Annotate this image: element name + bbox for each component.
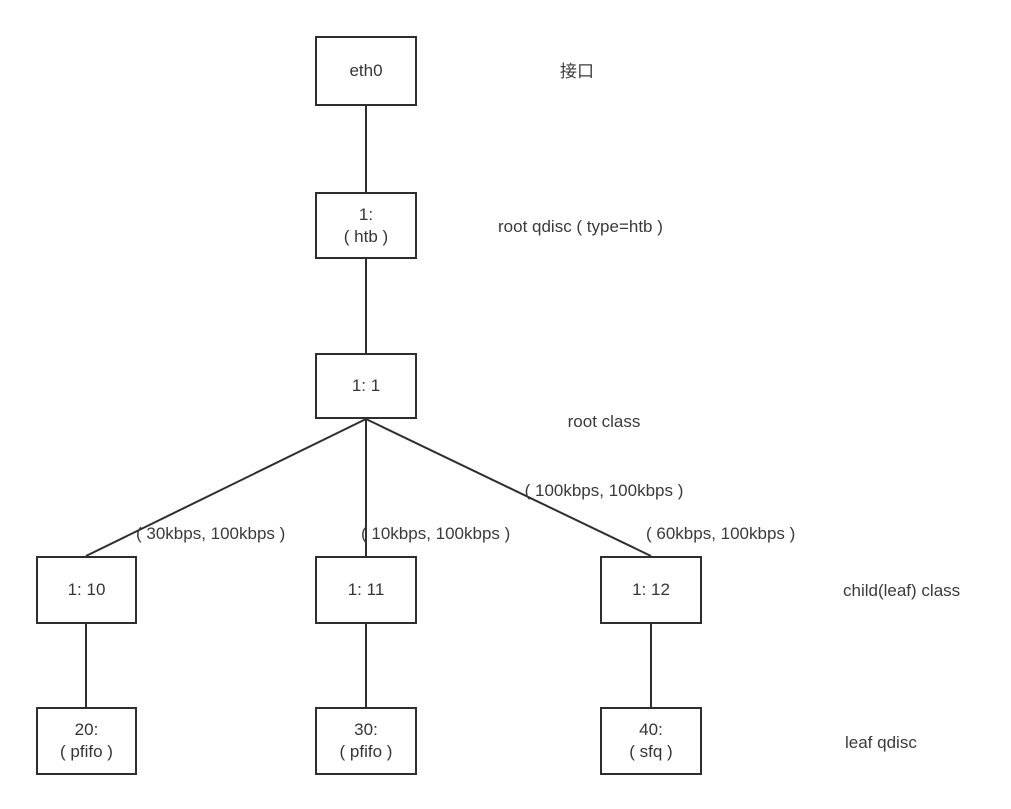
- node-leaf-qdisc-1-type: ( pfifo ): [60, 742, 113, 761]
- node-root-class[interactable]: 1: 1: [315, 353, 417, 419]
- node-leaf-qdisc-2[interactable]: 30: ( pfifo ): [315, 707, 417, 775]
- node-child-class-1-handle: 1: 10: [67, 580, 106, 599]
- node-interface[interactable]: eth0: [315, 36, 417, 106]
- side-label-root-class-rates: ( 100kbps, 100kbps ): [524, 481, 684, 500]
- edge-label-to-child-2: ( 10kbps, 100kbps ): [361, 524, 511, 543]
- node-root-qdisc-type: ( htb ): [343, 226, 389, 246]
- node-child-class-3-handle: 1: 12: [632, 580, 670, 599]
- node-leaf-qdisc-3-handle: 40:: [639, 720, 663, 739]
- side-label-root-class-title: root class: [567, 412, 641, 431]
- side-label-root-class: root class ( 100kbps, 100kbps ): [496, 364, 712, 548]
- node-child-class-2-handle: 1: 11: [347, 580, 385, 599]
- node-interface-label: eth0: [349, 61, 383, 80]
- node-leaf-qdisc-2-type: ( pfifo ): [339, 742, 393, 761]
- node-child-class-2[interactable]: 1: 11: [315, 556, 417, 624]
- edge-label-to-child-1: ( 30kbps, 100kbps ): [136, 524, 286, 543]
- side-label-root-qdisc: root qdisc ( type=htb ): [498, 217, 663, 236]
- node-child-class-1[interactable]: 1: 10: [36, 556, 137, 624]
- node-leaf-qdisc-1-handle: 20:: [74, 720, 99, 739]
- edge-label-to-child-3: ( 60kbps, 100kbps ): [646, 524, 796, 543]
- node-child-class-3[interactable]: 1: 12: [600, 556, 702, 624]
- node-leaf-qdisc-3-type: ( sfq ): [629, 742, 673, 761]
- side-label-child-class: child(leaf) class: [843, 581, 961, 600]
- node-leaf-qdisc-2-handle: 30:: [354, 720, 378, 739]
- node-root-qdisc-handle: 1:: [358, 204, 374, 224]
- node-root-qdisc[interactable]: 1: ( htb ): [315, 192, 417, 259]
- side-label-interface: 接口: [560, 62, 594, 81]
- node-leaf-qdisc-1[interactable]: 20: ( pfifo ): [36, 707, 137, 775]
- side-label-leaf-qdisc: leaf qdisc: [845, 733, 917, 752]
- node-leaf-qdisc-3[interactable]: 40: ( sfq ): [600, 707, 702, 775]
- node-root-class-handle: 1: 1: [351, 376, 381, 395]
